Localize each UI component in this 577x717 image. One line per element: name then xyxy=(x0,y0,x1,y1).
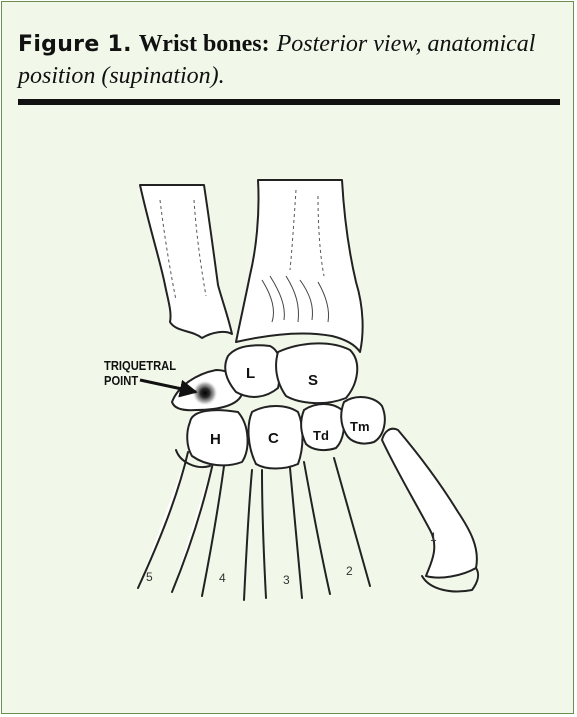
metacarpal-3 xyxy=(262,468,302,598)
callout-line-2: POINT xyxy=(104,373,176,388)
label-capitate: C xyxy=(268,430,279,447)
metacarpal-1 xyxy=(382,429,477,578)
metacarpal-4 xyxy=(202,466,252,600)
label-trapezoid: Td xyxy=(313,428,329,443)
digit-number-5: 5 xyxy=(146,570,153,584)
label-trapezium: Tm xyxy=(350,419,370,434)
metacarpal-2 xyxy=(304,458,370,594)
digit-number-3: 3 xyxy=(283,573,290,587)
triquetral-point-label: TRIQUETRAL POINT xyxy=(104,358,176,388)
digit-number-2: 2 xyxy=(346,564,353,578)
callout-line-1: TRIQUETRAL xyxy=(104,358,176,373)
label-scaphoid: S xyxy=(308,372,318,389)
label-lunate: L xyxy=(246,365,255,382)
ulna-bone xyxy=(140,185,232,338)
digit-number-4: 4 xyxy=(219,571,226,585)
label-hamate: H xyxy=(210,431,221,448)
radius-bone xyxy=(236,180,363,352)
digit-number-1: 1 xyxy=(430,530,437,544)
triquetral-point-marker xyxy=(192,380,218,406)
